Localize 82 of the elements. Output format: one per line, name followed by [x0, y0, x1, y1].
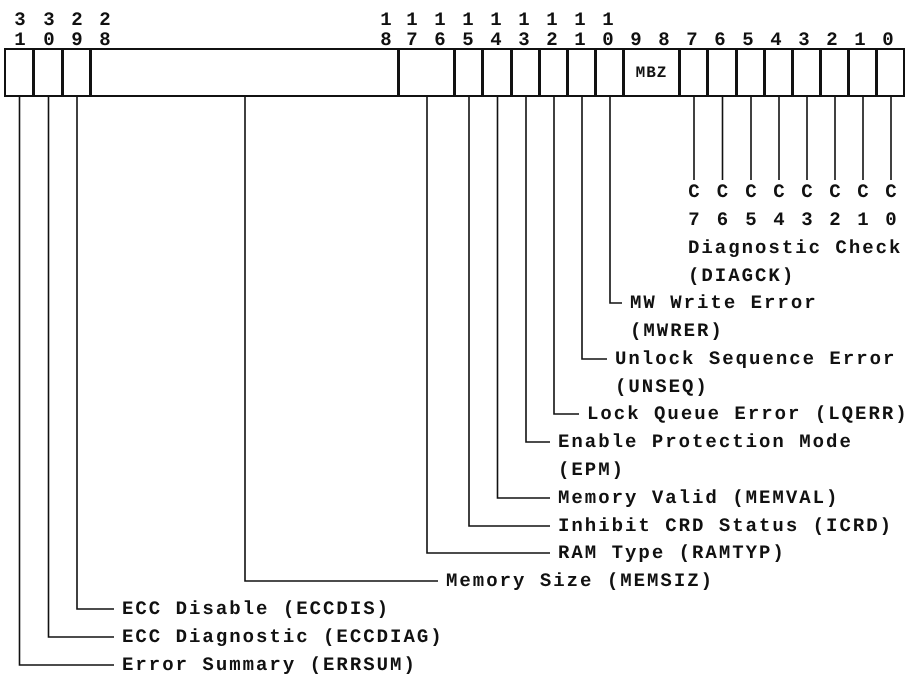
bit-number: 12 [546, 10, 558, 50]
bit-number: 1 [854, 30, 866, 50]
bit-field [567, 48, 596, 97]
bit-field [820, 48, 849, 97]
bit-field [707, 48, 737, 97]
bit-field [90, 48, 399, 97]
field-label: ECC Disable (ECCDIS) [114, 595, 474, 623]
leader-line [426, 97, 550, 554]
leader-line [750, 97, 752, 180]
leader-line [496, 97, 550, 499]
bit-number: 11 [574, 10, 586, 50]
check-bit-label: C1 [857, 178, 869, 234]
leader-line [778, 97, 780, 180]
field-label: Enable Protection Mode (EPM) [550, 428, 890, 484]
field-label: Diagnostic Check (DIAGCK) [688, 236, 904, 289]
check-bit-label: C4 [773, 178, 785, 234]
leader-line [244, 97, 438, 582]
bit-field [764, 48, 793, 97]
field-label: Memory Valid (MEMVAL) [550, 484, 910, 512]
leader-line [806, 97, 808, 180]
field-label: Memory Size (MEMSIZ) [438, 567, 798, 595]
leader-line [468, 97, 550, 527]
bit-number: 2 [826, 30, 838, 50]
field-label: RAM Type (RAMTYP) [550, 539, 910, 567]
check-bit-label: C5 [745, 178, 757, 234]
bit-field [539, 48, 568, 97]
bit-number: 16 [434, 10, 446, 50]
check-bit-label: C7 [688, 178, 700, 234]
bit-number: 4 [770, 30, 782, 50]
leader-line [18, 97, 114, 666]
bit-number: 7 [686, 30, 698, 50]
bit-number: 14 [490, 10, 502, 50]
check-bit-label: C0 [885, 178, 897, 234]
check-bit-label: C2 [829, 178, 841, 234]
bit-number: 28 [99, 10, 111, 50]
field-label: Error Summary (ERRSUM) [114, 651, 494, 679]
bit-number: 8 [658, 30, 670, 50]
leader-line [553, 97, 579, 415]
bit-number: 17 [406, 10, 418, 50]
bit-field [595, 48, 624, 97]
leader-line [862, 97, 864, 180]
leader-line [581, 97, 607, 360]
field-label: Lock Queue Error (LQERR) [579, 400, 919, 428]
bit-number: 13 [518, 10, 530, 50]
bit-number: 31 [14, 10, 26, 50]
bit-field [876, 48, 905, 97]
leader-line [722, 97, 724, 180]
leader-line [693, 97, 695, 180]
leader-line [76, 97, 114, 610]
leader-line [609, 97, 622, 304]
bit-field [736, 48, 765, 97]
bit-field [792, 48, 821, 97]
bit-number: 0 [882, 30, 894, 50]
bit-field [848, 48, 877, 97]
bit-number: 6 [714, 30, 726, 50]
bit-number: 18 [380, 10, 392, 50]
field-label: MW Write Error (MWRER) [622, 289, 882, 345]
bit-field [454, 48, 483, 97]
leader-line [525, 97, 550, 443]
bit-field [511, 48, 540, 97]
reserved-bit-field: MBZ [623, 48, 680, 97]
bit-field [4, 48, 34, 97]
leader-line [890, 97, 892, 180]
bit-field [33, 48, 63, 97]
bit-number: 3 [798, 30, 810, 50]
bit-number: 10 [602, 10, 614, 50]
bit-number: 9 [630, 30, 642, 50]
leader-line [48, 97, 114, 638]
bit-field [679, 48, 708, 97]
bit-field [62, 48, 91, 97]
bit-number: 15 [462, 10, 474, 50]
check-bit-label: C6 [716, 178, 728, 234]
field-label: ECC Diagnostic (ECCDIAG) [114, 623, 494, 651]
leader-line [834, 97, 836, 180]
bit-number: 30 [43, 10, 55, 50]
field-label: Unlock Sequence Error (UNSEQ) [607, 345, 917, 401]
bit-number: 29 [71, 10, 83, 50]
field-label: Inhibit CRD Status (ICRD) [550, 512, 910, 540]
bit-field [482, 48, 512, 97]
bit-number: 5 [742, 30, 754, 50]
check-bit-label: C3 [801, 178, 813, 234]
bit-field [398, 48, 455, 97]
